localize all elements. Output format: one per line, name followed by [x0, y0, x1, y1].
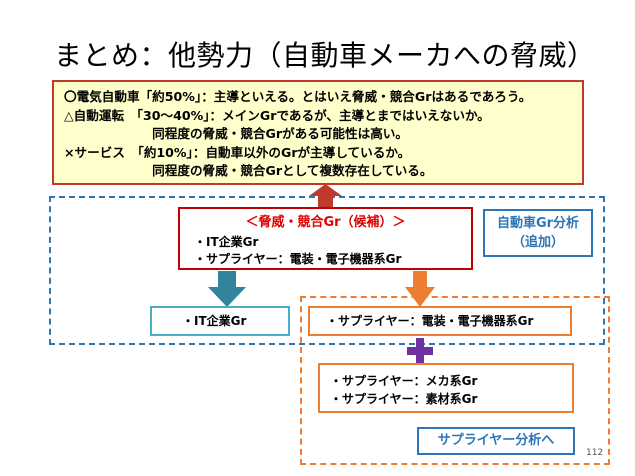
summary-line-service-note: 同程度の脅威・競合Grとして複数存在している。: [64, 163, 433, 178]
supplier-item-mechanical: ・サプライヤー：メカ系Gr: [330, 374, 478, 388]
page-number: 112: [586, 448, 604, 458]
summary-line-service: ×サービス 「約10%」：自動車以外のGrが主導しているか。: [64, 144, 411, 160]
it-company-box: ・IT企業Gr: [150, 306, 290, 336]
supplier-analysis-box: サプライヤー分析へ: [417, 427, 575, 455]
supplier-dashed-region: [300, 296, 610, 465]
down-arrow-orange-icon: [405, 271, 435, 307]
candidate-item-it: ・IT企業Gr: [194, 235, 259, 249]
threat-candidate-box: ＜脅威・競合Gr（候補）＞ ・IT企業Gr ・サプライヤー：電装・電子機器系Gr: [178, 207, 473, 270]
auto-group-analysis-label: 自動車Gr分析: [496, 216, 580, 231]
auto-group-analysis-box: 自動車Gr分析 （追加）: [483, 209, 593, 257]
auto-group-analysis-sublabel: （追加）: [511, 235, 564, 250]
summary-line-autonomous: △自動運転 「30～40%」：メインGrであるが、主導とまではいえないか。: [64, 107, 490, 123]
supplier-item-materials: ・サプライヤー：素材系Gr: [330, 392, 478, 406]
up-arrow-icon: [309, 184, 342, 207]
summary-box: 〇電気自動車「約50%」：主導といえる。とはいえ脅威・競合Grはあるであろう。 …: [52, 80, 584, 185]
candidate-item-supplier: ・サプライヤー：電装・電子機器系Gr: [194, 252, 402, 266]
down-arrow-blue-icon: [208, 271, 246, 307]
summary-line-ev: 〇電気自動車「約50%」：主導といえる。とはいえ脅威・競合Grはあるであろう。: [64, 89, 532, 104]
other-suppliers-box: ・サプライヤー：メカ系Gr ・サプライヤー：素材系Gr: [318, 363, 574, 413]
slide-title: まとめ：他勢力（自動車メーカへの脅威）: [54, 39, 596, 72]
threat-candidate-heading: ＜脅威・競合Gr（候補）＞: [245, 215, 406, 230]
summary-line-autonomous-note: 同程度の脅威・競合Grがある可能性は高い。: [64, 126, 408, 141]
supplier-electrical-box: ・サプライヤー：電装・電子機器系Gr: [308, 306, 572, 336]
plus-icon: [407, 338, 433, 364]
